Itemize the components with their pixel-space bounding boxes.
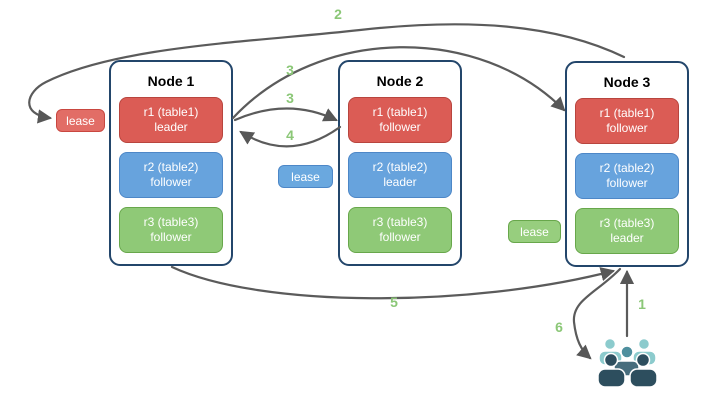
node-3: Node 3 r1 (table1) follower r2 (table2) … [565,61,689,267]
lease-badge-green: lease [508,220,561,243]
replica-role: follower [606,121,648,135]
arrow-label-3b: 3 [286,90,294,106]
replica-name: r3 (table3) [599,216,655,230]
user-front-right [629,352,658,388]
node-1-replica-r2: r2 (table2) follower [119,152,223,198]
replica-role: follower [606,176,648,190]
node-1: Node 1 r1 (table1) leader r2 (table2) fo… [109,60,233,266]
replica-name: r1 (table1) [599,106,655,120]
replica-name: r1 (table1) [372,105,428,119]
replica-name: r2 (table2) [599,161,655,175]
replica-name: r3 (table3) [143,215,199,229]
replica-name: r2 (table2) [143,160,199,174]
node-3-replica-r3: r3 (table3) leader [575,208,679,254]
node-1-replica-r3: r3 (table3) follower [119,207,223,253]
replica-name: r2 (table2) [372,160,428,174]
lease-badge-blue: lease [278,165,333,188]
users-group-icon [597,337,658,388]
replica-role: follower [379,230,421,244]
node-2-replica-r1: r1 (table1) follower [348,97,452,143]
node-3-replica-r1: r1 (table1) follower [575,98,679,144]
arrow-label-4: 4 [286,127,294,143]
arrow-label-5: 5 [390,294,398,310]
lease-badge-red: lease [56,109,105,132]
replica-role: follower [379,120,421,134]
node-3-title: Node 3 [603,74,651,90]
node-1-replica-r1: r1 (table1) leader [119,97,223,143]
replica-role: follower [150,230,192,244]
node-2-replica-r3: r3 (table3) follower [348,207,452,253]
arrow-label-2: 2 [334,6,342,22]
replica-role: leader [383,175,417,189]
replica-name: r1 (table1) [143,105,199,119]
node-3-replica-r2: r2 (table2) follower [575,153,679,199]
node-2: Node 2 r1 (table1) follower r2 (table2) … [338,60,462,266]
arrow-label-1: 1 [638,296,646,312]
replica-role: leader [610,231,644,245]
replica-name: r3 (table3) [372,215,428,229]
node-2-title: Node 2 [376,73,424,89]
arrow-3-node1r1-to-node2r1 [233,107,338,122]
node-2-replica-r2: r2 (table2) leader [348,152,452,198]
arrow-label-3a: 3 [286,62,294,78]
replica-role: follower [150,175,192,189]
arrow-label-6: 6 [555,319,563,335]
node-1-title: Node 1 [147,73,195,89]
replica-role: leader [154,120,188,134]
